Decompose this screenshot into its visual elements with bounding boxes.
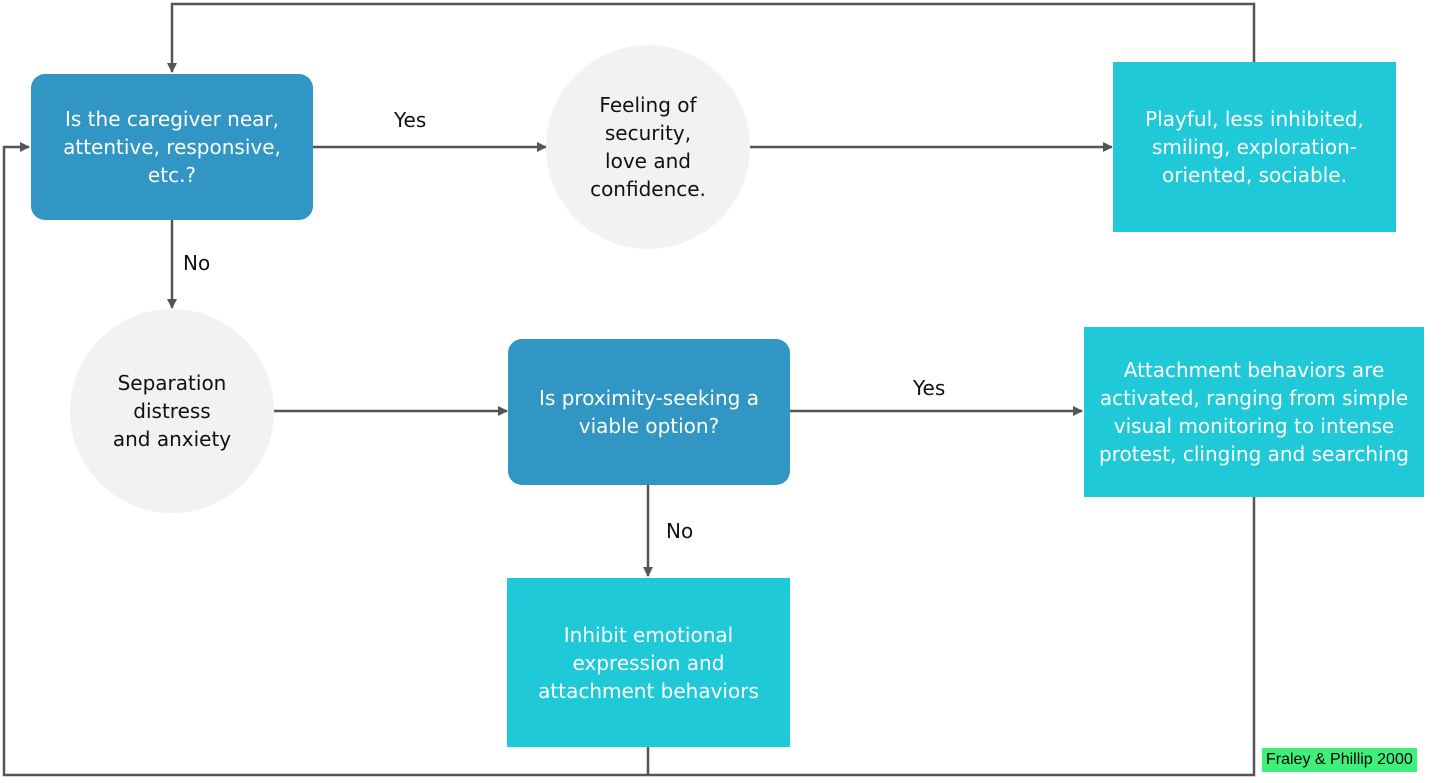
edge-label-caregiver-no: No: [183, 251, 211, 275]
caregiver-question-node: Is the caregiver near, attentive, respon…: [31, 74, 313, 220]
security-feeling-text: Feeling of security, love and confidence…: [590, 93, 706, 201]
edge-label-caregiver-yes: Yes: [394, 108, 427, 132]
feedback-loop-playful-to-caregiver: [167, 2, 1256, 73]
security-feeling-node: Feeling of security, love and confidence…: [546, 45, 750, 249]
attachment-activated-text: Attachment behaviors are activated, rang…: [1099, 358, 1409, 466]
citation-label: Fraley & Phillip 2000: [1262, 748, 1417, 772]
separation-distress-text: Separation distress and anxiety: [112, 371, 232, 451]
caregiver-question-text: Is the caregiver near, attentive, respon…: [63, 107, 281, 187]
playful-outcome-node: Playful, less inhibited, smiling, explor…: [1113, 62, 1396, 232]
inhibit-expression-node: Inhibit emotional expression and attachm…: [507, 578, 790, 747]
separation-distress-node: Separation distress and anxiety: [70, 309, 274, 513]
feedback-loop-attachment-to-caregiver: [2, 142, 1256, 777]
inhibit-expression-text: Inhibit emotional expression and attachm…: [538, 622, 759, 703]
attachment-activated-node: Attachment behaviors are activated, rang…: [1084, 327, 1424, 497]
proximity-question-node: Is proximity-seeking a viable option?: [508, 339, 790, 485]
edge-label-proximity-no: No: [666, 519, 694, 543]
proximity-question-text: Is proximity-seeking a viable option?: [539, 386, 759, 438]
edge-label-proximity-yes: Yes: [913, 376, 946, 400]
playful-outcome-text: Playful, less inhibited, smiling, explor…: [1145, 107, 1364, 187]
